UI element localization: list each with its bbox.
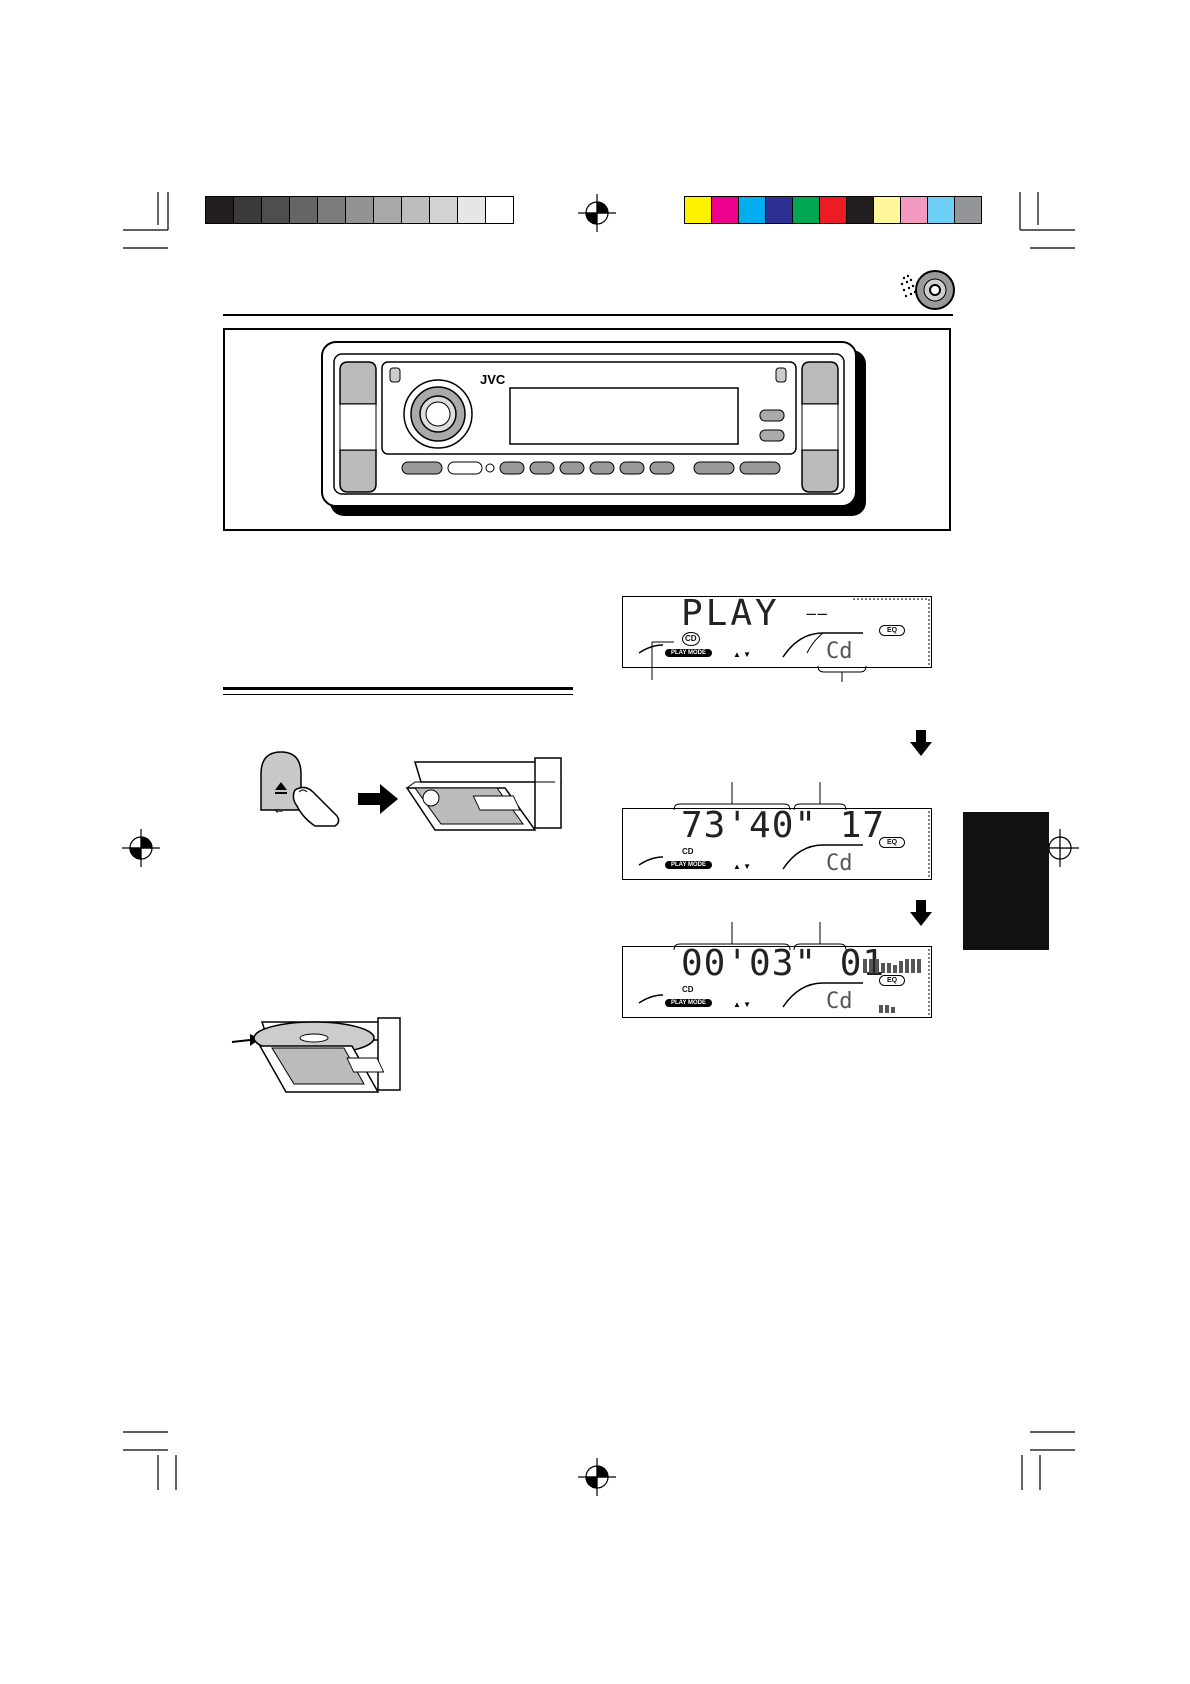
color-swatch [261,197,289,223]
color-swatch [873,197,900,223]
lcd-decor-spectrum: ▲ ▼ [638,949,930,1017]
color-swatch [345,197,373,223]
color-swatch [429,197,457,223]
eject-button-illustration: ⇐ [260,751,340,827]
color-swatch [457,197,485,223]
color-swatch [373,197,401,223]
source-indicator: Cd [826,989,853,1014]
lcd-display-3: 00'03" 01 CD PLAY MODE EQ Cd ▲ ▼ [622,943,932,1018]
gray-calibration-bar [205,196,514,224]
lcd-display-1: PLAY ---- ---- CD PLAY MODE EQ Cd ▲ ▼ [622,593,932,668]
panel-opened-illustration [405,757,563,831]
lcd-display-2: 73'40" 17 CD PLAY MODE EQ Cd ▲ ▼ [622,805,932,880]
eq-badge: EQ [879,837,906,848]
display-1-callouts [651,641,867,682]
arrow-right-icon [358,784,398,814]
color-swatch [927,197,954,223]
display-2-callouts [673,782,847,811]
svg-text:▲ ▼: ▲ ▼ [733,650,751,659]
arrow-down-icon [910,900,932,926]
color-swatch [233,197,261,223]
svg-text:▲ ▼: ▲ ▼ [733,1000,751,1009]
eq-badge: EQ [879,625,906,636]
header-rule [223,314,953,316]
cd-disc-icon [900,270,955,310]
play-mode-badge: PLAY MODE [665,999,713,1007]
color-swatch [738,197,765,223]
color-calibration-bar [684,196,982,224]
car-stereo-front-panel: JVC [321,341,866,516]
color-swatch [317,197,345,223]
release-arrows-icon: ⇐ [275,806,283,817]
color-swatch [792,197,819,223]
play-mode-badge: PLAY MODE [665,649,713,657]
subsection-rule-thin [223,694,573,695]
color-swatch [289,197,317,223]
color-swatch [711,197,738,223]
crosshair-target-icon [1041,829,1079,867]
crosshair-target-icon [122,829,160,867]
color-swatch [954,197,981,223]
color-swatch [819,197,846,223]
display-main-text: 00'03" 01 [681,943,886,984]
play-mode-badge: PLAY MODE [665,861,713,869]
cd-indicator-circled: CD [682,632,700,646]
crosshair-target-icon [578,194,616,232]
color-swatch [765,197,792,223]
display-main-text: 73'40" 17 [681,805,886,846]
subsection-rule [223,687,573,690]
lcd-decor: ▲ ▼ [638,811,930,879]
dash-indicators: ---- ---- [806,609,827,620]
color-swatch [485,197,513,223]
brand-logo: JVC [480,372,506,387]
svg-text:▲ ▼: ▲ ▼ [733,862,751,871]
cd-indicator: CD [682,985,694,994]
front-panel-figure [223,328,951,531]
display-main-text: PLAY [681,593,780,634]
lcd-decor: ▲ ▼ [638,598,930,667]
color-swatch [900,197,927,223]
eq-badge: EQ [879,975,906,986]
color-swatch [846,197,873,223]
disc-insert-illustration [231,1017,401,1093]
arrow-down-icon [910,730,932,756]
color-swatch [206,197,233,223]
language-side-tab [963,812,1049,950]
color-swatch [685,197,711,223]
source-indicator: Cd [826,851,853,876]
crosshair-target-icon [578,1458,616,1496]
eject-icon [275,782,287,794]
source-indicator: Cd [826,639,853,664]
cd-indicator: CD [682,847,694,856]
color-swatch [401,197,429,223]
